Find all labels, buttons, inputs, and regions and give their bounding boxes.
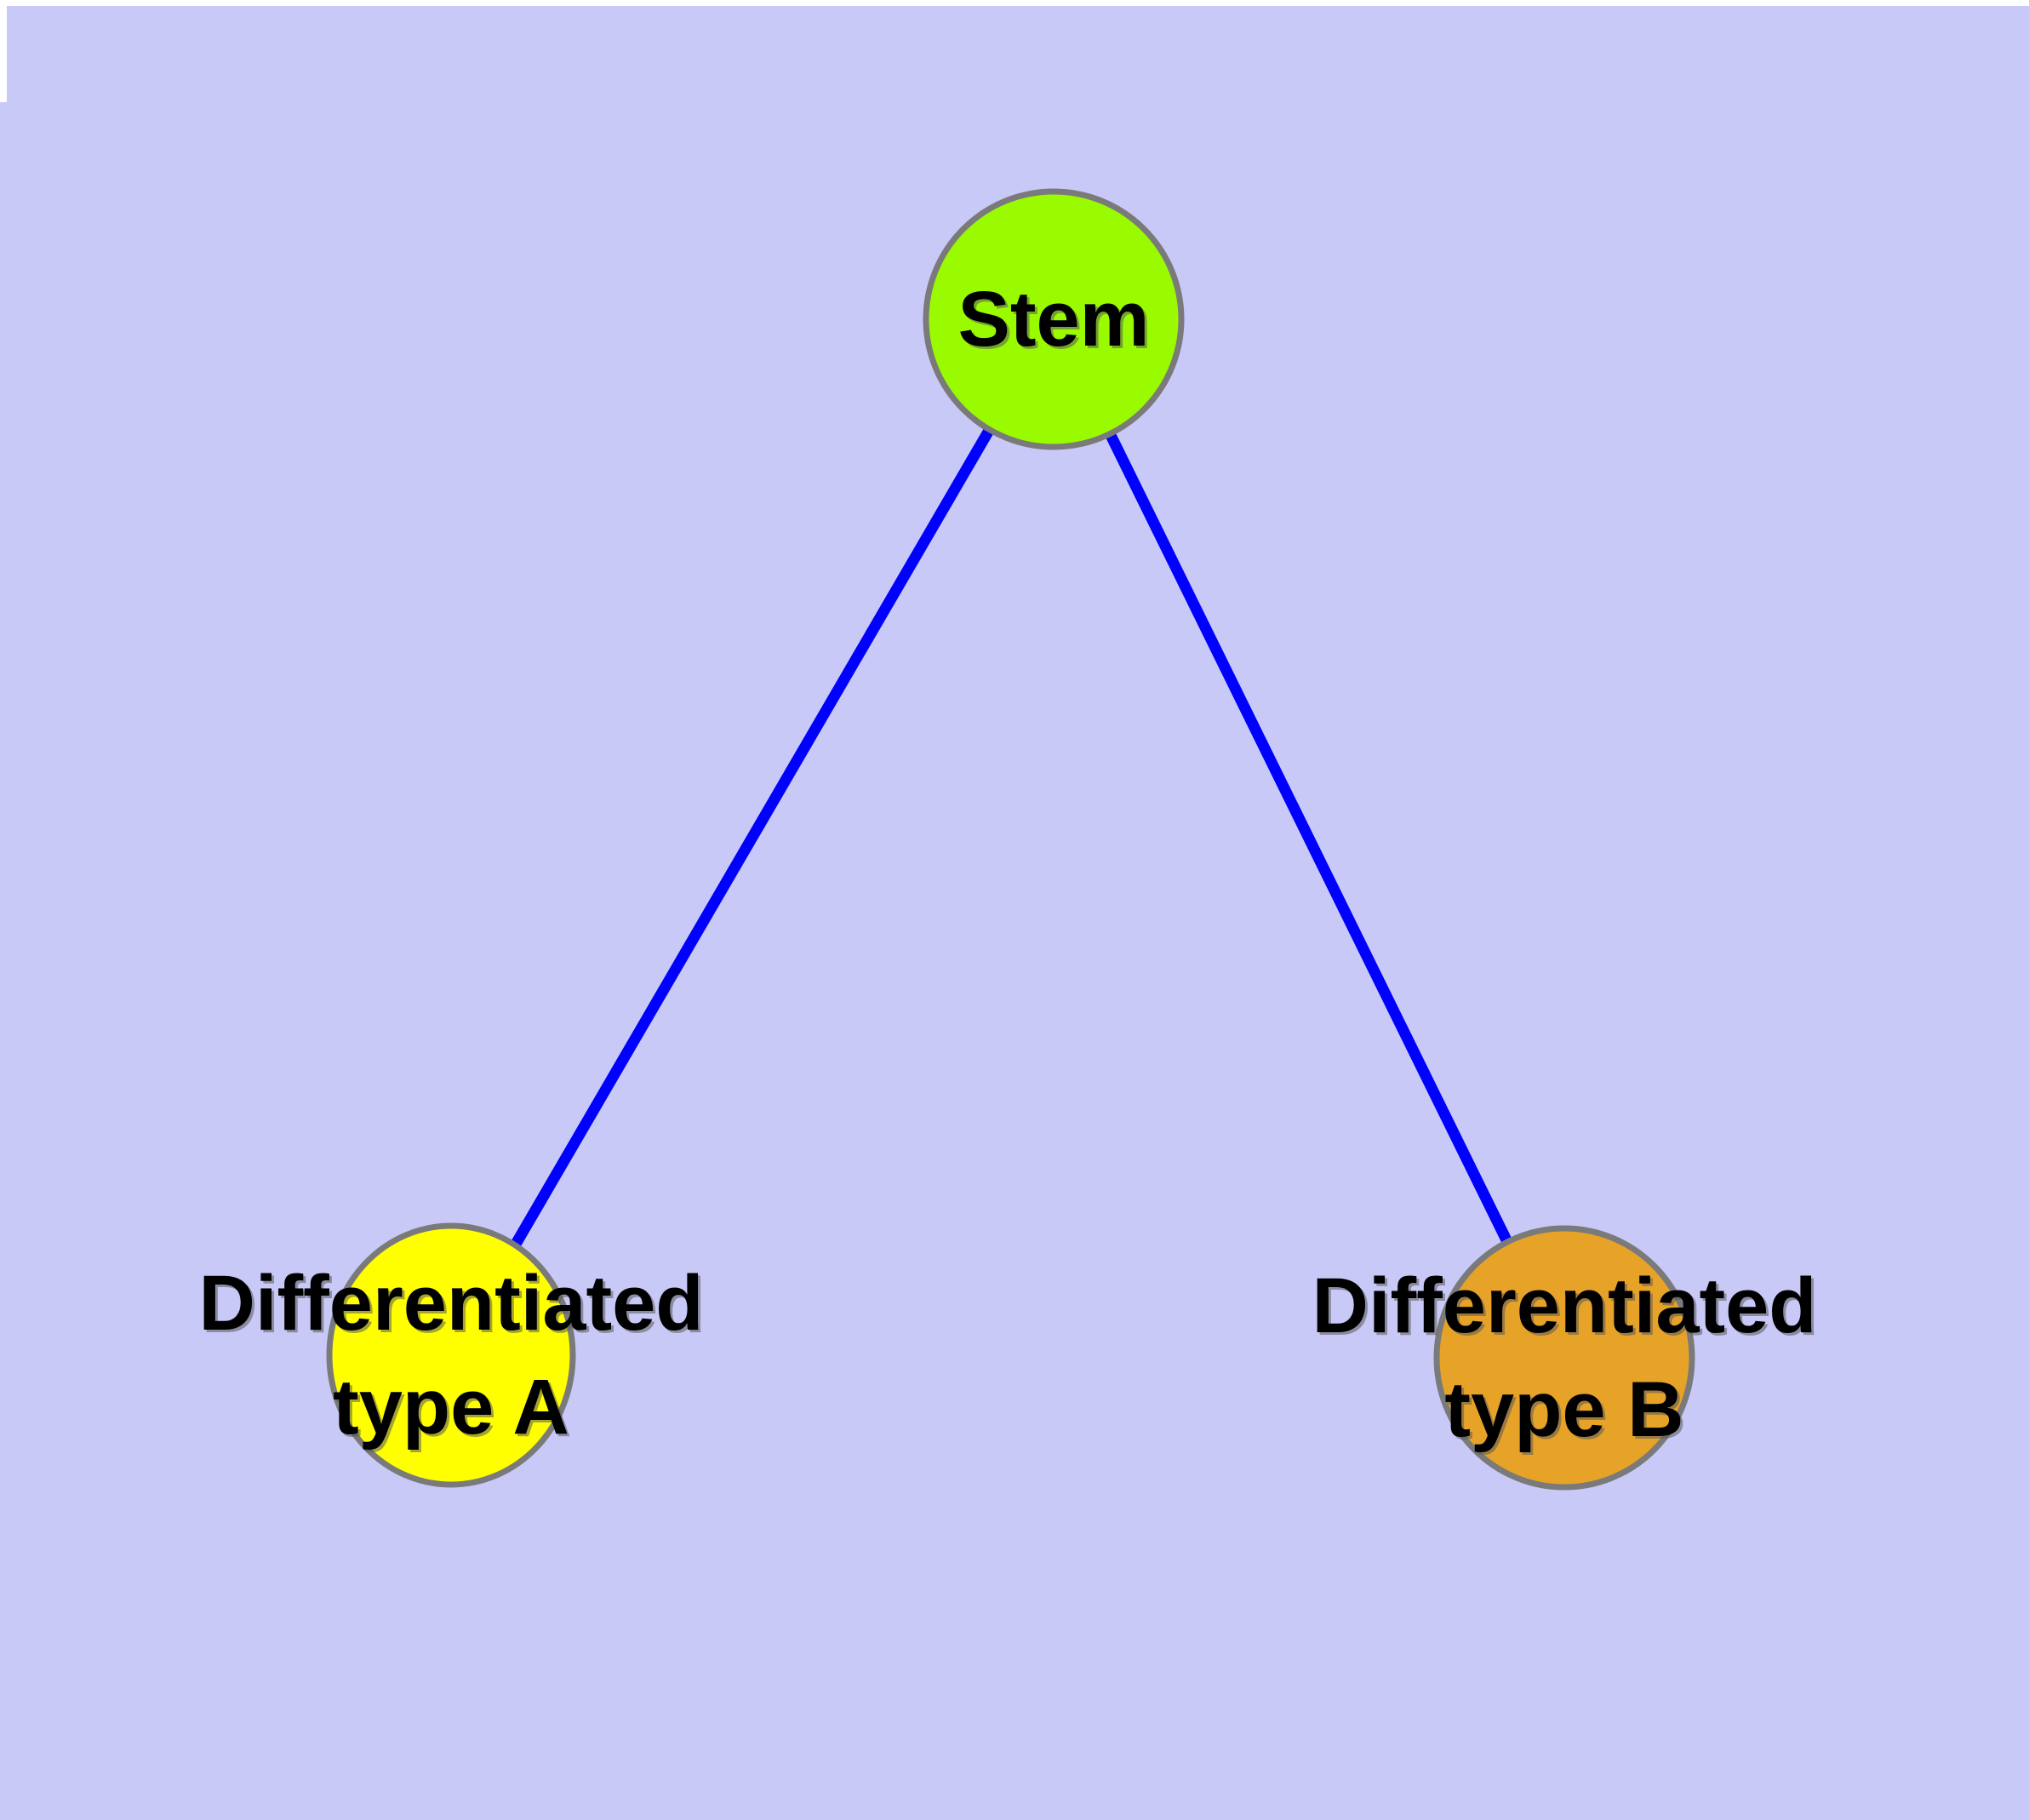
window-left-edge (0, 0, 7, 102)
edge-stem-to-type-b[interactable] (1049, 317, 1569, 1360)
edge-stem-to-type-a[interactable] (446, 316, 1059, 1359)
window-top-edge (0, 0, 2029, 6)
node-stem[interactable] (923, 188, 1185, 450)
node-differentiated-type-b[interactable] (1433, 1225, 1695, 1491)
node-label-stem: Stem (958, 276, 1150, 363)
node-differentiated-type-a[interactable] (326, 1222, 576, 1488)
node-label-stem-shadow: Stem (961, 278, 1152, 365)
